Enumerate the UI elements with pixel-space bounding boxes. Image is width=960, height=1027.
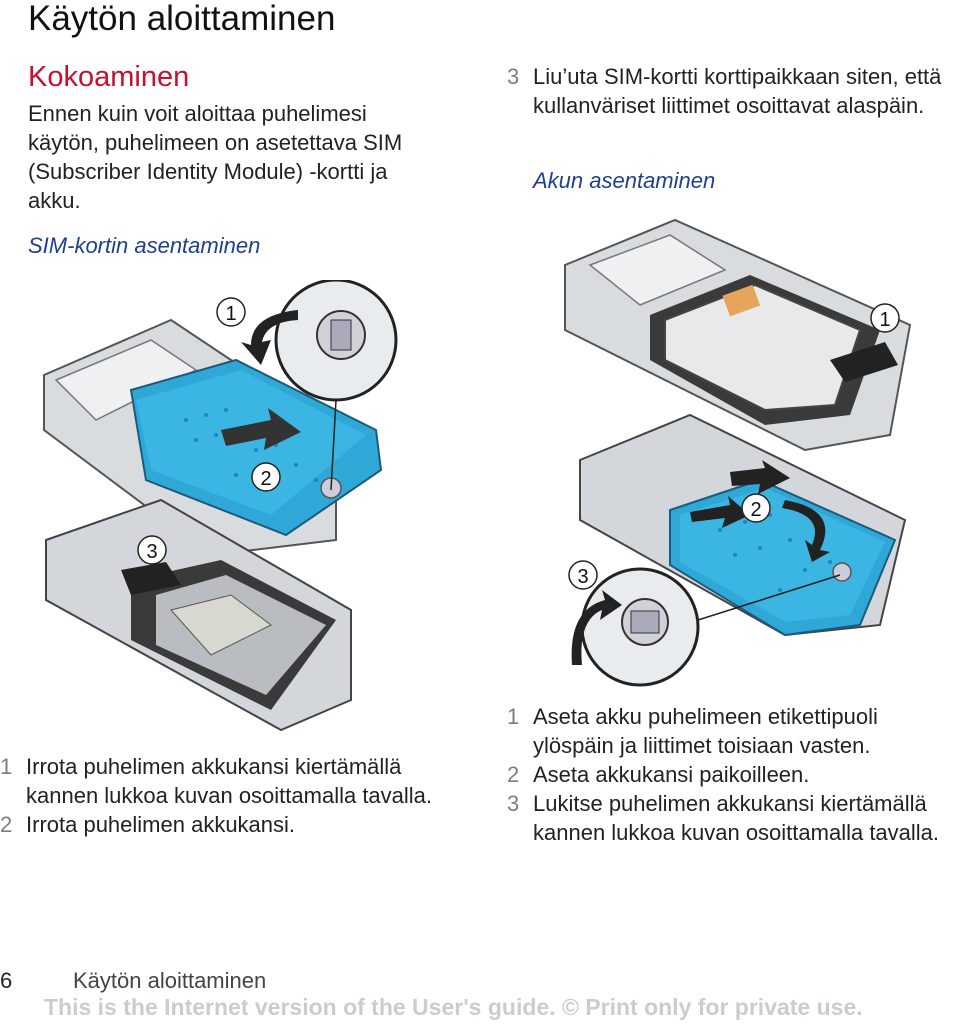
step-number: 2	[0, 812, 13, 837]
sim-steps-list: 1 Irrota puhelimen akkukansi kiertämällä …	[0, 752, 470, 839]
step-text: Aseta akku puhelimeen etikettipuoli ylös…	[533, 704, 878, 758]
sim-step-1: 1 Irrota puhelimen akkukansi kiertämällä …	[0, 752, 470, 810]
step-text: Irrota puhelimen akkukansi.	[26, 812, 296, 837]
sim-heading: SIM-kortin asentaminen	[28, 233, 261, 258]
step-number: 2	[507, 762, 520, 787]
callout-2: 2	[750, 499, 761, 521]
disclaimer: This is the Internet version of the User…	[44, 994, 863, 1020]
step-text: Liu’uta SIM-kortti korttipaikkaan siten,…	[533, 64, 942, 118]
callout-1: 1	[225, 303, 236, 325]
battery-step-3: 3 Lukitse puhelimen akkukansi kiertämällä…	[507, 789, 952, 847]
sim-step-2: 2 Irrota puhelimen akkukansi.	[0, 810, 470, 839]
step-number: 3	[507, 791, 520, 816]
step-number: 3	[507, 64, 520, 89]
battery-heading: Akun asentaminen	[533, 168, 716, 193]
rotate-arrow-icon	[782, 500, 830, 562]
push-arrow-icon	[690, 496, 750, 528]
intro-paragraph: Ennen kuin voit aloittaa puhelimesi käyt…	[28, 101, 403, 213]
push-arrow-icon	[830, 342, 898, 382]
battery-step-2: 2 Aseta akkukansi paikoilleen.	[507, 760, 952, 789]
step-number: 1	[0, 754, 13, 779]
battery-step-1: 1 Aseta akku puhelimeen etikettipuoli ylö…	[507, 702, 952, 760]
callout-1: 1	[879, 309, 890, 331]
step-text: Aseta akkukansi paikoilleen.	[533, 762, 810, 787]
step-text: Lukitse puhelimen akkukansi kiertämällä …	[533, 791, 940, 845]
push-arrow-icon	[730, 460, 790, 494]
sim-install-illustration: 1 2 3	[43, 280, 398, 732]
push-arrow-icon	[121, 562, 181, 595]
callout-2: 2	[260, 468, 271, 490]
battery-install-illustration: 1 2 3	[564, 218, 912, 687]
rotate-arrow-icon	[241, 310, 298, 365]
page-title: Käytön aloittaminen	[28, 0, 336, 38]
page-number: 6	[0, 968, 13, 993]
callout-3: 3	[577, 566, 588, 588]
callout-3: 3	[146, 541, 157, 563]
step-number: 1	[507, 704, 520, 729]
phone-open-cover	[43, 318, 383, 557]
lock-dial-icon	[274, 280, 398, 491]
sim-step-3: 3 Liu’uta SIM-kortti korttipaikkaan siten…	[507, 62, 960, 120]
phone-battery	[564, 218, 912, 452]
push-arrow-icon	[221, 408, 301, 450]
footer-section: Käytön aloittaminen	[73, 968, 267, 993]
battery-steps-list: 1 Aseta akku puhelimeen etikettipuoli ylö…	[507, 702, 952, 847]
step-text: Irrota puhelimen akkukansi kiertämällä k…	[26, 754, 433, 808]
section-heading: Kokoaminen	[28, 61, 190, 93]
rotate-arrow-icon	[571, 590, 622, 665]
phone-sim-slot	[45, 498, 352, 732]
